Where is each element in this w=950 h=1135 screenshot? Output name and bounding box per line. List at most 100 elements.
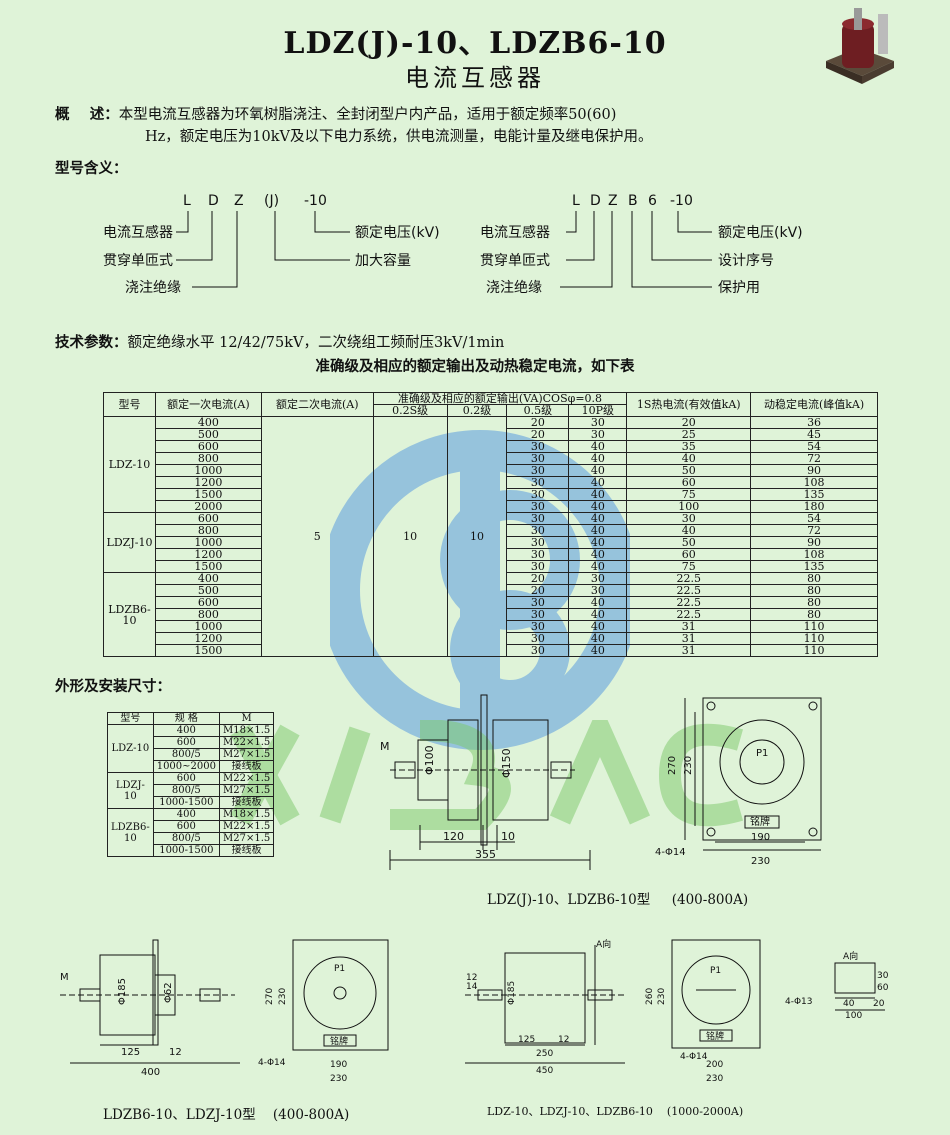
output-05-cell: 30 — [506, 476, 570, 489]
dynamic-current-cell: 110 — [750, 632, 878, 645]
primary-current-cell: 1200 — [154, 632, 262, 645]
output-05-cell: 30 — [506, 536, 570, 549]
output-10p-cell: 40 — [568, 440, 628, 453]
svg-text:A向: A向 — [596, 938, 611, 950]
output-05-cell: 20 — [506, 584, 570, 597]
thermal-current-cell: 50 — [626, 464, 752, 477]
table-subheader: 0.5级 — [506, 404, 570, 417]
spec-cell: 600 — [152, 820, 220, 833]
outline-label: 外形及安装尺寸： — [55, 678, 171, 695]
thread-cell: M27×1.5 — [218, 832, 275, 845]
drawing5-caption: LDZ-10、LDZJ-10、LDZB6-10 (1000-2000A) — [487, 1105, 744, 1118]
primary-current-cell: 600 — [154, 440, 262, 453]
right-item-voltage: 额定电压(kV) — [718, 225, 803, 241]
svg-text:120: 120 — [443, 830, 464, 843]
output-10p-cell: 40 — [568, 560, 628, 573]
svg-text:10: 10 — [501, 830, 515, 843]
table-title: 准确级及相应的额定输出及动热稳定电流，如下表 — [315, 358, 635, 375]
model-cell: LDZB6-10 — [107, 808, 154, 857]
dynamic-current-cell: 90 — [750, 464, 878, 477]
thermal-current-cell: 50 — [626, 536, 752, 549]
primary-current-cell: 600 — [154, 596, 262, 609]
thread-cell: M27×1.5 — [218, 784, 275, 797]
table-subheader: 0.2S级 — [372, 404, 448, 417]
svg-text:230: 230 — [751, 856, 770, 867]
output-05-cell: 30 — [506, 548, 570, 561]
svg-text:270: 270 — [265, 988, 275, 1005]
svg-text:200: 200 — [706, 1060, 723, 1070]
code-left-d: D — [208, 193, 219, 209]
spec-cell: 800/5 — [152, 748, 220, 761]
thermal-current-cell: 60 — [626, 476, 752, 489]
primary-current-cell: 400 — [154, 572, 262, 585]
primary-current-cell: 800 — [154, 608, 262, 621]
svg-text:L: L — [572, 193, 580, 209]
thread-cell: 接线板 — [218, 760, 275, 773]
svg-text:250: 250 — [536, 1049, 553, 1059]
spec-cell: 400 — [152, 724, 220, 737]
primary-current-cell: 600 — [154, 512, 262, 525]
spec-cell: 400 — [152, 808, 220, 821]
dynamic-current-cell: 36 — [750, 416, 878, 429]
svg-text:Φ62: Φ62 — [163, 982, 174, 1003]
primary-current-cell: 1200 — [154, 476, 262, 489]
svg-text:230: 230 — [706, 1074, 723, 1084]
svg-text:270: 270 — [667, 756, 678, 775]
svg-text:125: 125 — [121, 1047, 140, 1058]
svg-text:Φ185: Φ185 — [117, 978, 128, 1005]
svg-text:14: 14 — [466, 982, 478, 992]
dynamic-current-cell: 80 — [750, 608, 878, 621]
thermal-current-cell: 40 — [626, 452, 752, 465]
primary-current-cell: 400 — [154, 416, 262, 429]
drawing-side-view-1: M Φ100 Φ150 120 10 355 — [380, 694, 591, 870]
left-item-capacity: 加大容量 — [355, 252, 411, 269]
output-10p-cell: 30 — [568, 428, 628, 441]
page-title: LDZ(J)-10、LDZB6-10 — [283, 26, 667, 61]
model-meaning-left-diagram: L D Z (J) -10 电流互感器 贯穿单匝式 浇注绝缘 额定电压(kV) … — [103, 193, 440, 296]
dynamic-current-cell: 108 — [750, 476, 878, 489]
output-10p-cell: 30 — [568, 416, 628, 429]
output-05-cell: 30 — [506, 560, 570, 573]
left-item-ct: 电流互感器 — [103, 224, 173, 241]
output-05-cell: 30 — [506, 452, 570, 465]
right-item-protection: 保护用 — [718, 280, 760, 296]
svg-text:20: 20 — [873, 999, 885, 1009]
output-10p-cell: 40 — [568, 476, 628, 489]
dynamic-current-cell: 110 — [750, 644, 878, 657]
svg-text:Φ100: Φ100 — [423, 745, 436, 775]
output-10p-cell: 40 — [568, 548, 628, 561]
svg-text:230: 230 — [278, 988, 288, 1005]
svg-text:A向: A向 — [843, 950, 858, 962]
output-02-cell: 10 — [446, 416, 508, 657]
svg-text:4-Φ14: 4-Φ14 — [655, 847, 686, 858]
svg-text:-10: -10 — [670, 193, 693, 209]
spec-cell: 600 — [152, 772, 220, 785]
output-05-cell: 20 — [506, 416, 570, 429]
svg-text:230: 230 — [657, 988, 667, 1005]
drawing3-caption: LDZB6-10、LDZJ-10型 (400-800A) — [103, 1107, 350, 1123]
table-header: 额定二次电流(A) — [260, 392, 374, 417]
output-05-cell: 30 — [506, 488, 570, 501]
table-header: M — [218, 712, 275, 725]
dynamic-current-cell: 135 — [750, 488, 878, 501]
svg-text:P1: P1 — [756, 748, 768, 759]
output-05-cell: 30 — [506, 632, 570, 645]
output-10p-cell: 40 — [568, 596, 628, 609]
svg-text:4-Φ13: 4-Φ13 — [785, 997, 813, 1007]
thermal-current-cell: 20 — [626, 416, 752, 429]
dynamic-current-cell: 54 — [750, 512, 878, 525]
svg-text:4-Φ14: 4-Φ14 — [680, 1052, 708, 1062]
thread-cell: 接线板 — [218, 796, 275, 809]
thermal-current-cell: 75 — [626, 488, 752, 501]
svg-text:Φ150: Φ150 — [500, 748, 513, 778]
overview-line2: Hz，额定电压为10kV及以下电力系统，供电流测量，电能计量及继电保护用。 — [145, 129, 653, 145]
